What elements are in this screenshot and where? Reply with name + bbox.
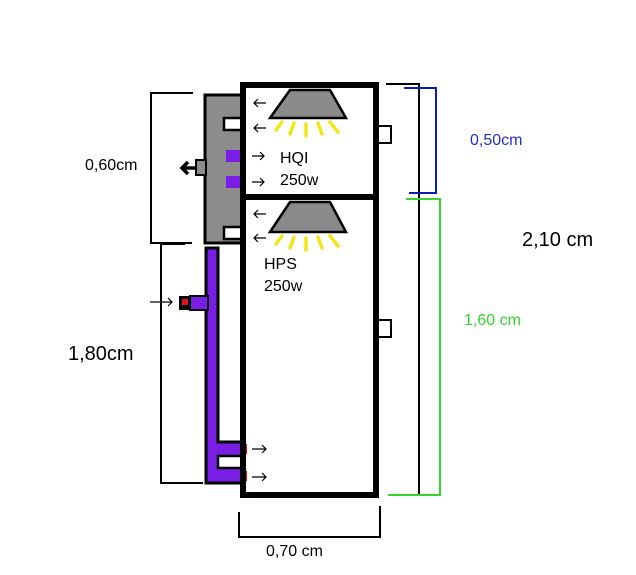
bracket-bottom-height xyxy=(388,198,441,496)
handle-bottom xyxy=(377,319,392,338)
label-lamp-bottom-power: 250w xyxy=(264,278,303,295)
arrow-right-2 xyxy=(252,177,265,187)
arrow-right-3 xyxy=(252,444,267,454)
purple-side-inlet xyxy=(189,295,209,311)
handle-top xyxy=(377,125,392,144)
bracket-width xyxy=(238,506,381,538)
label-lamp-top-power: 250w xyxy=(280,172,319,189)
rays-top xyxy=(274,120,340,138)
exhaust-arrow xyxy=(179,160,196,176)
bracket-total xyxy=(386,83,420,496)
label-lamp-bottom-name: HPS xyxy=(264,256,297,273)
purple-block-1 xyxy=(226,150,240,162)
label-bottom-height: 1,60 cm xyxy=(464,312,521,329)
arrow-right-1 xyxy=(252,151,265,161)
purple-duct xyxy=(204,246,245,485)
bracket-top-height xyxy=(404,87,437,194)
label-duct-upper: 0,60cm xyxy=(85,157,137,174)
rays-bottom xyxy=(274,234,340,252)
label-total-height: 2,10 cm xyxy=(522,229,593,251)
arrow-left-3 xyxy=(253,209,266,219)
reflector-top xyxy=(267,88,349,120)
red-inlet-core xyxy=(182,299,188,305)
grey-exhaust-stub xyxy=(195,159,207,176)
label-lamp-top-name: HQI xyxy=(280,150,308,167)
bracket-duct-lower xyxy=(160,243,203,484)
arrows xyxy=(150,98,267,482)
label-top-height: 0,50cm xyxy=(470,132,522,149)
label-width: 0,70 cm xyxy=(266,543,323,560)
purple-block-2 xyxy=(226,176,240,188)
arrow-left-4 xyxy=(253,233,266,243)
arrow-left-1 xyxy=(253,98,266,108)
purple-duct-notch xyxy=(216,454,245,470)
reflector-bottom xyxy=(267,200,349,234)
arrow-right-4 xyxy=(252,472,267,482)
cabinet-bottom xyxy=(240,194,379,498)
arrow-left-2 xyxy=(253,123,266,133)
label-duct-lower: 1,80cm xyxy=(68,343,134,365)
